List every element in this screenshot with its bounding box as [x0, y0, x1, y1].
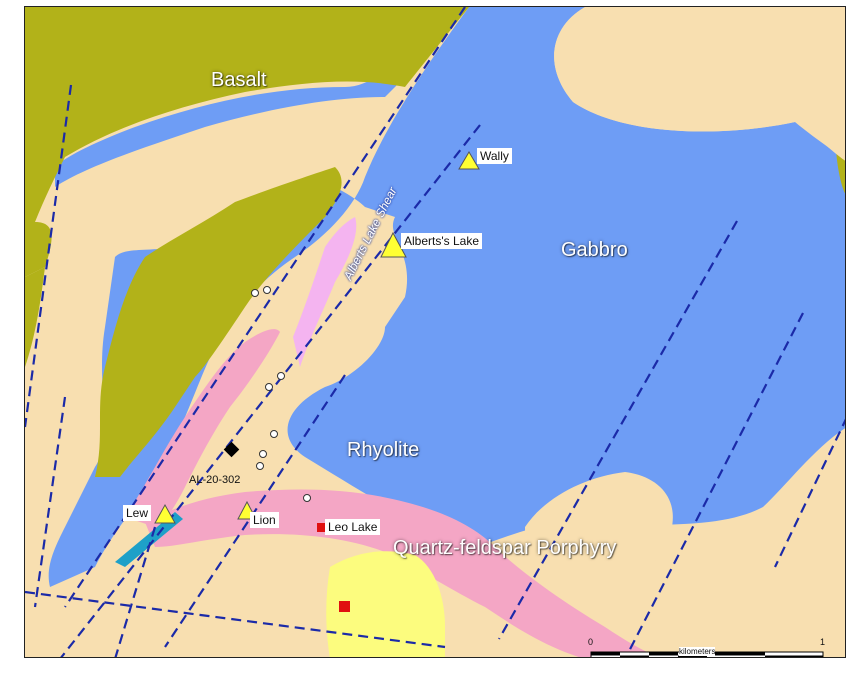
- unit-label-gabbro: Gabbro: [561, 239, 628, 261]
- felsic-dyke: [293, 217, 357, 367]
- fault-west-2: [33, 396, 67, 608]
- drillhole-markers: [251, 286, 311, 502]
- site-label-wally: Wally: [477, 148, 512, 164]
- basalt-unit-north: [25, 7, 469, 277]
- site-label-lion: Lion: [250, 512, 279, 528]
- cyan-sliver: [115, 512, 183, 567]
- fault-central: [164, 374, 346, 648]
- fault-west-3: [114, 526, 157, 657]
- porphyry-unit-west: [125, 329, 280, 527]
- wally-triangle: [458, 151, 480, 170]
- fault-east-1: [498, 220, 738, 640]
- geology-map: Basalt Gabbro Rhyolite Quartz-feldspar P…: [24, 6, 846, 658]
- fault-shear-east: [60, 124, 481, 657]
- unit-label-rhyolite: Rhyolite: [347, 439, 420, 461]
- scale-unit-label: kilometers: [679, 647, 716, 656]
- unit-label-porphyry: Quartz-feldspar Porphyry: [393, 537, 617, 559]
- site-label-alberts-lake: Alberts's Lake: [401, 233, 482, 249]
- drillhole-label: AL-20-302: [189, 474, 241, 486]
- scale-start-label: 0: [588, 637, 594, 647]
- leo-lake-square: [317, 523, 326, 532]
- rhyolite-southeast: [525, 472, 673, 617]
- fault-west-1: [25, 84, 73, 428]
- fault-south-horizontal: [25, 590, 446, 649]
- basalt-unit-central: [95, 167, 342, 477]
- yellow-unit: [326, 551, 445, 657]
- scale-end-label: 1: [820, 637, 826, 647]
- fault-east-2: [624, 312, 804, 657]
- site-label-lew: Lew: [123, 505, 152, 521]
- map-canvas: [25, 7, 845, 657]
- porphyry-unit-south: [145, 489, 659, 657]
- lew-triangle: [154, 503, 176, 524]
- basalt-unit-west-edge: [25, 267, 45, 367]
- gabbro-unit: [48, 7, 845, 587]
- fault-lines: [25, 7, 845, 657]
- rhyolite-north: [554, 7, 845, 161]
- site-label-leo-lake: Leo Lake: [325, 519, 381, 535]
- drillhole-collar-diamond: [223, 441, 240, 458]
- alberts-lake-triangle: [380, 231, 407, 258]
- south-square: [339, 601, 350, 612]
- unit-label-basalt: Basalt: [211, 69, 267, 91]
- fault-east-3: [774, 418, 845, 568]
- gabbro-band: [55, 7, 469, 187]
